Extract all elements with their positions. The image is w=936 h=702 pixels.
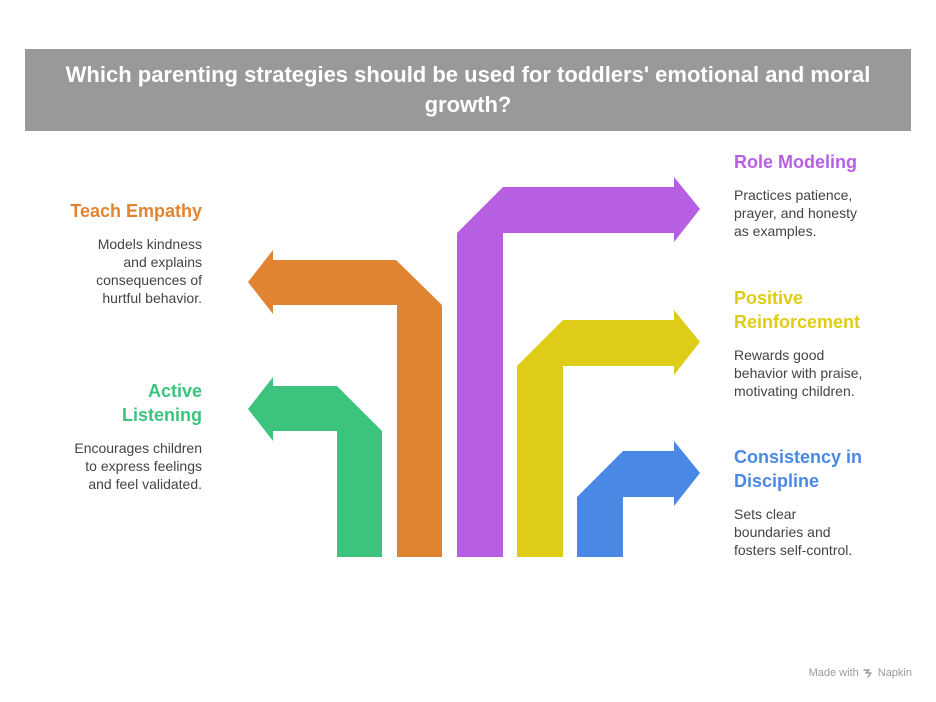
title-bar: Which parenting strategies should be use… — [25, 49, 911, 131]
arrow-teach-empathy-stem — [397, 305, 442, 557]
strategy-description: Sets clear boundaries and fosters self-c… — [734, 506, 853, 558]
footer-brand: Napkin — [877, 667, 912, 679]
strategy-description: Practices patience, prayer, and honesty … — [734, 187, 857, 239]
arrow-positive-reinforcement-stem — [517, 366, 563, 557]
arrow-active-listening-head — [248, 377, 382, 441]
strategy-heading: Positive Reinforcement — [734, 288, 861, 332]
strategy-heading: Teach Empathy — [70, 201, 202, 221]
arrow-role-modeling-stem — [457, 233, 503, 557]
strategy-heading: Consistency in Discipline — [734, 447, 863, 491]
arrow-consistency-stem — [577, 497, 623, 557]
arrow-teach-empathy-head — [248, 250, 442, 314]
label-consistency-in-discipline: Consistency in Discipline Sets clear bou… — [734, 445, 914, 559]
arrow-consistency-head — [577, 441, 700, 506]
page-title: Which parenting strategies should be use… — [65, 62, 871, 117]
napkin-logo-icon — [863, 668, 872, 678]
strategy-description: Models kindness and explains consequence… — [96, 236, 202, 306]
label-active-listening: Active Listening Encourages children to … — [12, 379, 202, 493]
footer-attribution: Made with Napkin — [809, 667, 912, 679]
arrow-positive-reinforcement-head — [517, 310, 700, 375]
arrow-active-listening-stem — [337, 431, 382, 557]
label-positive-reinforcement: Positive Reinforcement Rewards good beha… — [734, 286, 914, 400]
strategy-description: Encourages children to express feelings … — [74, 440, 202, 492]
footer-made-with: Made with — [808, 667, 859, 679]
arrow-role-modeling-head — [457, 177, 700, 242]
label-teach-empathy: Teach Empathy Models kindness and explai… — [12, 199, 202, 307]
label-role-modeling: Role Modeling Practices patience, prayer… — [734, 150, 914, 240]
strategy-heading: Role Modeling — [734, 152, 857, 172]
strategy-heading: Active Listening — [122, 381, 202, 425]
strategy-description: Rewards good behavior with praise, motiv… — [734, 347, 863, 399]
